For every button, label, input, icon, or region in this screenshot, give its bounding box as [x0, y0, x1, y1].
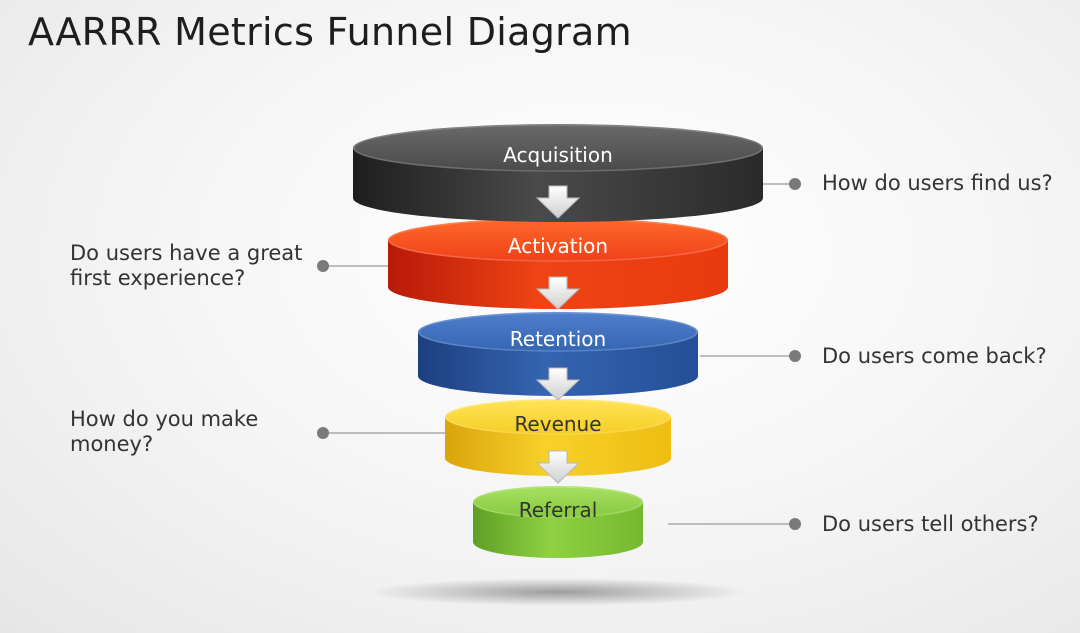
- funnel-ring-revenue: [445, 399, 671, 476]
- connector-dot-retention: [789, 350, 801, 362]
- connector-dot-referral: [789, 518, 801, 530]
- funnel-ring-rim: [418, 312, 698, 352]
- connector-dot-acquisition: [789, 178, 801, 190]
- ground-shadow: [368, 578, 748, 606]
- funnel-ring-rim: [473, 486, 643, 518]
- funnel-ring-top: [473, 486, 643, 518]
- funnel-ring-top: [445, 399, 671, 435]
- funnel-ring-activation: [388, 218, 728, 309]
- stage-label-acquisition: Acquisition: [503, 143, 613, 167]
- question-acquisition: How do users find us?: [822, 171, 1053, 195]
- funnel-ring-referral: [473, 486, 643, 558]
- funnel-ring-rim: [353, 124, 763, 172]
- question-retention: Do users come back?: [822, 344, 1047, 368]
- stage-label-revenue: Revenue: [514, 412, 601, 436]
- down-arrow-icon: [535, 450, 581, 484]
- question-referral: Do users tell others?: [822, 512, 1039, 536]
- funnel-ring-retention: [418, 312, 698, 396]
- funnel-ring-top: [353, 124, 763, 172]
- stage-label-retention: Retention: [510, 327, 606, 351]
- question-revenue: How do you make money?: [70, 407, 259, 456]
- question-activation: Do users have a great first experience?: [70, 241, 303, 290]
- funnel-rings: [353, 124, 763, 558]
- down-arrow-icon: [535, 185, 581, 219]
- funnel-ring-acquisition: [353, 124, 763, 222]
- down-arrow-icon: [535, 276, 581, 310]
- stage-labels: Acquisition Activation Retention Revenue…: [503, 143, 613, 522]
- connector-dot-revenue: [317, 427, 329, 439]
- funnel-ring-side: [473, 502, 643, 558]
- funnel-ring-top: [418, 312, 698, 352]
- stage-label-referral: Referral: [519, 498, 598, 522]
- funnel-ring-top: [388, 218, 728, 262]
- down-arrow-icon: [535, 367, 581, 401]
- connector-dot-activation: [317, 260, 329, 272]
- page-title: AARRR Metrics Funnel Diagram: [28, 10, 632, 54]
- stage-label-activation: Activation: [508, 234, 608, 258]
- stage-arrows: [535, 185, 581, 484]
- connectors: [317, 178, 801, 530]
